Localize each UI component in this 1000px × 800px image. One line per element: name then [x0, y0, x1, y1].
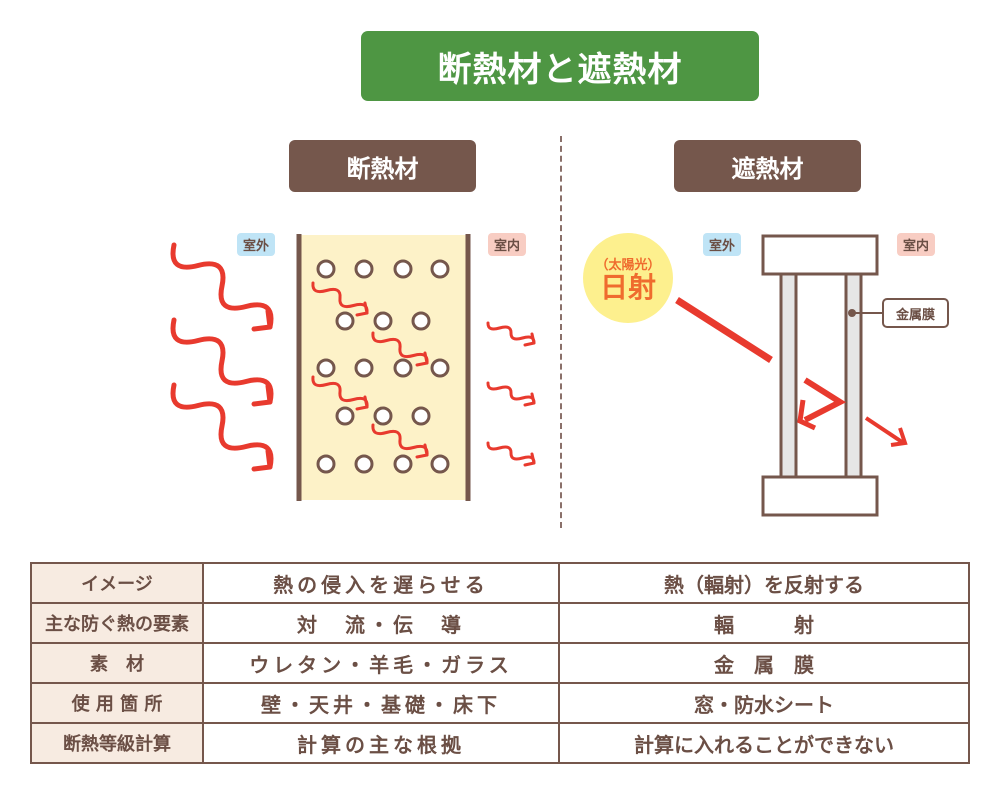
air-bubble	[354, 358, 374, 378]
outdoor-tag-left: 室外	[237, 233, 276, 256]
reflected-ray-head	[797, 399, 817, 431]
air-bubble	[335, 311, 355, 331]
insulation-cell: 壁・天井・基礎・床下	[202, 682, 560, 724]
air-bubble	[430, 358, 450, 378]
air-bubbles	[316, 259, 450, 474]
insulation-cell: 熱の侵入を遅らせる	[202, 562, 560, 604]
metal-film-label: 金属膜	[882, 298, 949, 328]
insulation-heading: 断熱材	[289, 140, 476, 192]
heat-shield-cell: 輻 射	[558, 602, 970, 644]
glass-pane-outer	[779, 272, 798, 479]
heat-shield-cell: 計算に入れることができない	[558, 722, 970, 764]
table-row: 断熱等級計算計算の主な根拠計算に入れることができない	[30, 722, 970, 764]
heat-wave	[371, 331, 429, 365]
heat-wave-arrowhead	[523, 392, 536, 407]
transmitted-ray-head	[890, 427, 908, 447]
heat-wave	[170, 382, 274, 470]
sun-label: 日射	[599, 270, 656, 304]
air-bubble	[430, 259, 450, 279]
heat-wave-arrowhead	[523, 452, 536, 467]
heat-wave	[311, 375, 369, 409]
heat-wave-arrowhead	[523, 332, 536, 347]
transmitted-ray	[864, 416, 904, 444]
outdoor-tag-right: 室外	[703, 233, 742, 256]
air-bubble	[430, 454, 450, 474]
insulation-cell: 計算の主な根拠	[202, 722, 560, 764]
heat-wave-arrowhead	[355, 395, 369, 411]
air-bubble	[393, 358, 413, 378]
air-bubble	[373, 311, 393, 331]
air-bubble	[411, 406, 431, 426]
heat-waves	[170, 242, 536, 472]
air-bubble	[354, 454, 374, 474]
heat-wave	[311, 281, 369, 315]
window-frame-bottom	[761, 475, 879, 517]
heat-wave	[371, 423, 429, 457]
heat-wave	[170, 242, 274, 330]
air-bubble	[316, 358, 336, 378]
heat-wave	[486, 321, 536, 345]
reflected-ray	[803, 377, 847, 423]
table-row: イメージ熱の侵入を遅らせる熱（輻射）を反射する	[30, 562, 970, 604]
indoor-tag-left: 室内	[488, 233, 527, 256]
comparison-table: イメージ熱の侵入を遅らせる熱（輻射）を反射する主な防ぐ熱の要素対 流・伝 導輻 …	[30, 562, 970, 764]
heat-wave-arrowhead	[251, 383, 273, 407]
row-header: 素 材	[30, 642, 204, 684]
row-header: 使 用 箇 所	[30, 682, 204, 724]
heat-wave	[486, 441, 536, 465]
heat-shield-cell: 窓・防水シート	[558, 682, 970, 724]
heat-wave-arrowhead	[355, 301, 369, 317]
row-header: イメージ	[30, 562, 204, 604]
air-bubble	[411, 311, 431, 331]
heat-shield-cell: 熱（輻射）を反射する	[558, 562, 970, 604]
air-bubble	[316, 259, 336, 279]
incident-ray	[675, 297, 773, 363]
sun-icon: （太陽光） 日射	[583, 233, 673, 323]
table-row: 素 材ウレタン・羊毛・ガラス金 属 膜	[30, 642, 970, 684]
indoor-tag-right: 室内	[897, 233, 936, 256]
heat-wave-arrowhead	[415, 351, 429, 367]
heat-shield-cell: 金 属 膜	[558, 642, 970, 684]
heat-wave	[170, 317, 274, 405]
glass-pane-inner	[844, 272, 863, 479]
main-title: 断熱材と遮熱材	[361, 31, 759, 101]
air-bubble	[393, 454, 413, 474]
table-row: 主な防ぐ熱の要素対 流・伝 導輻 射	[30, 602, 970, 644]
heat-wave	[486, 381, 536, 405]
window-frame-top	[761, 234, 879, 276]
air-bubble	[393, 259, 413, 279]
sun-caption: （太陽光）	[595, 257, 661, 273]
air-bubble	[335, 406, 355, 426]
row-header: 断熱等級計算	[30, 722, 204, 764]
insulation-cell: 対 流・伝 導	[202, 602, 560, 644]
heat-wave-arrowhead	[251, 308, 273, 332]
solar-radiation-arrows	[675, 297, 908, 447]
table-row: 使 用 箇 所壁・天井・基礎・床下窓・防水シート	[30, 682, 970, 724]
air-bubble	[316, 454, 336, 474]
row-header: 主な防ぐ熱の要素	[30, 602, 204, 644]
air-bubble	[354, 259, 374, 279]
insulation-cell: ウレタン・羊毛・ガラス	[202, 642, 560, 684]
heat-wave-arrowhead	[415, 443, 429, 459]
heat-wave-arrowhead	[251, 448, 273, 472]
heat-shield-heading: 遮熱材	[674, 140, 861, 192]
air-bubble	[373, 406, 393, 426]
center-divider	[560, 136, 562, 528]
